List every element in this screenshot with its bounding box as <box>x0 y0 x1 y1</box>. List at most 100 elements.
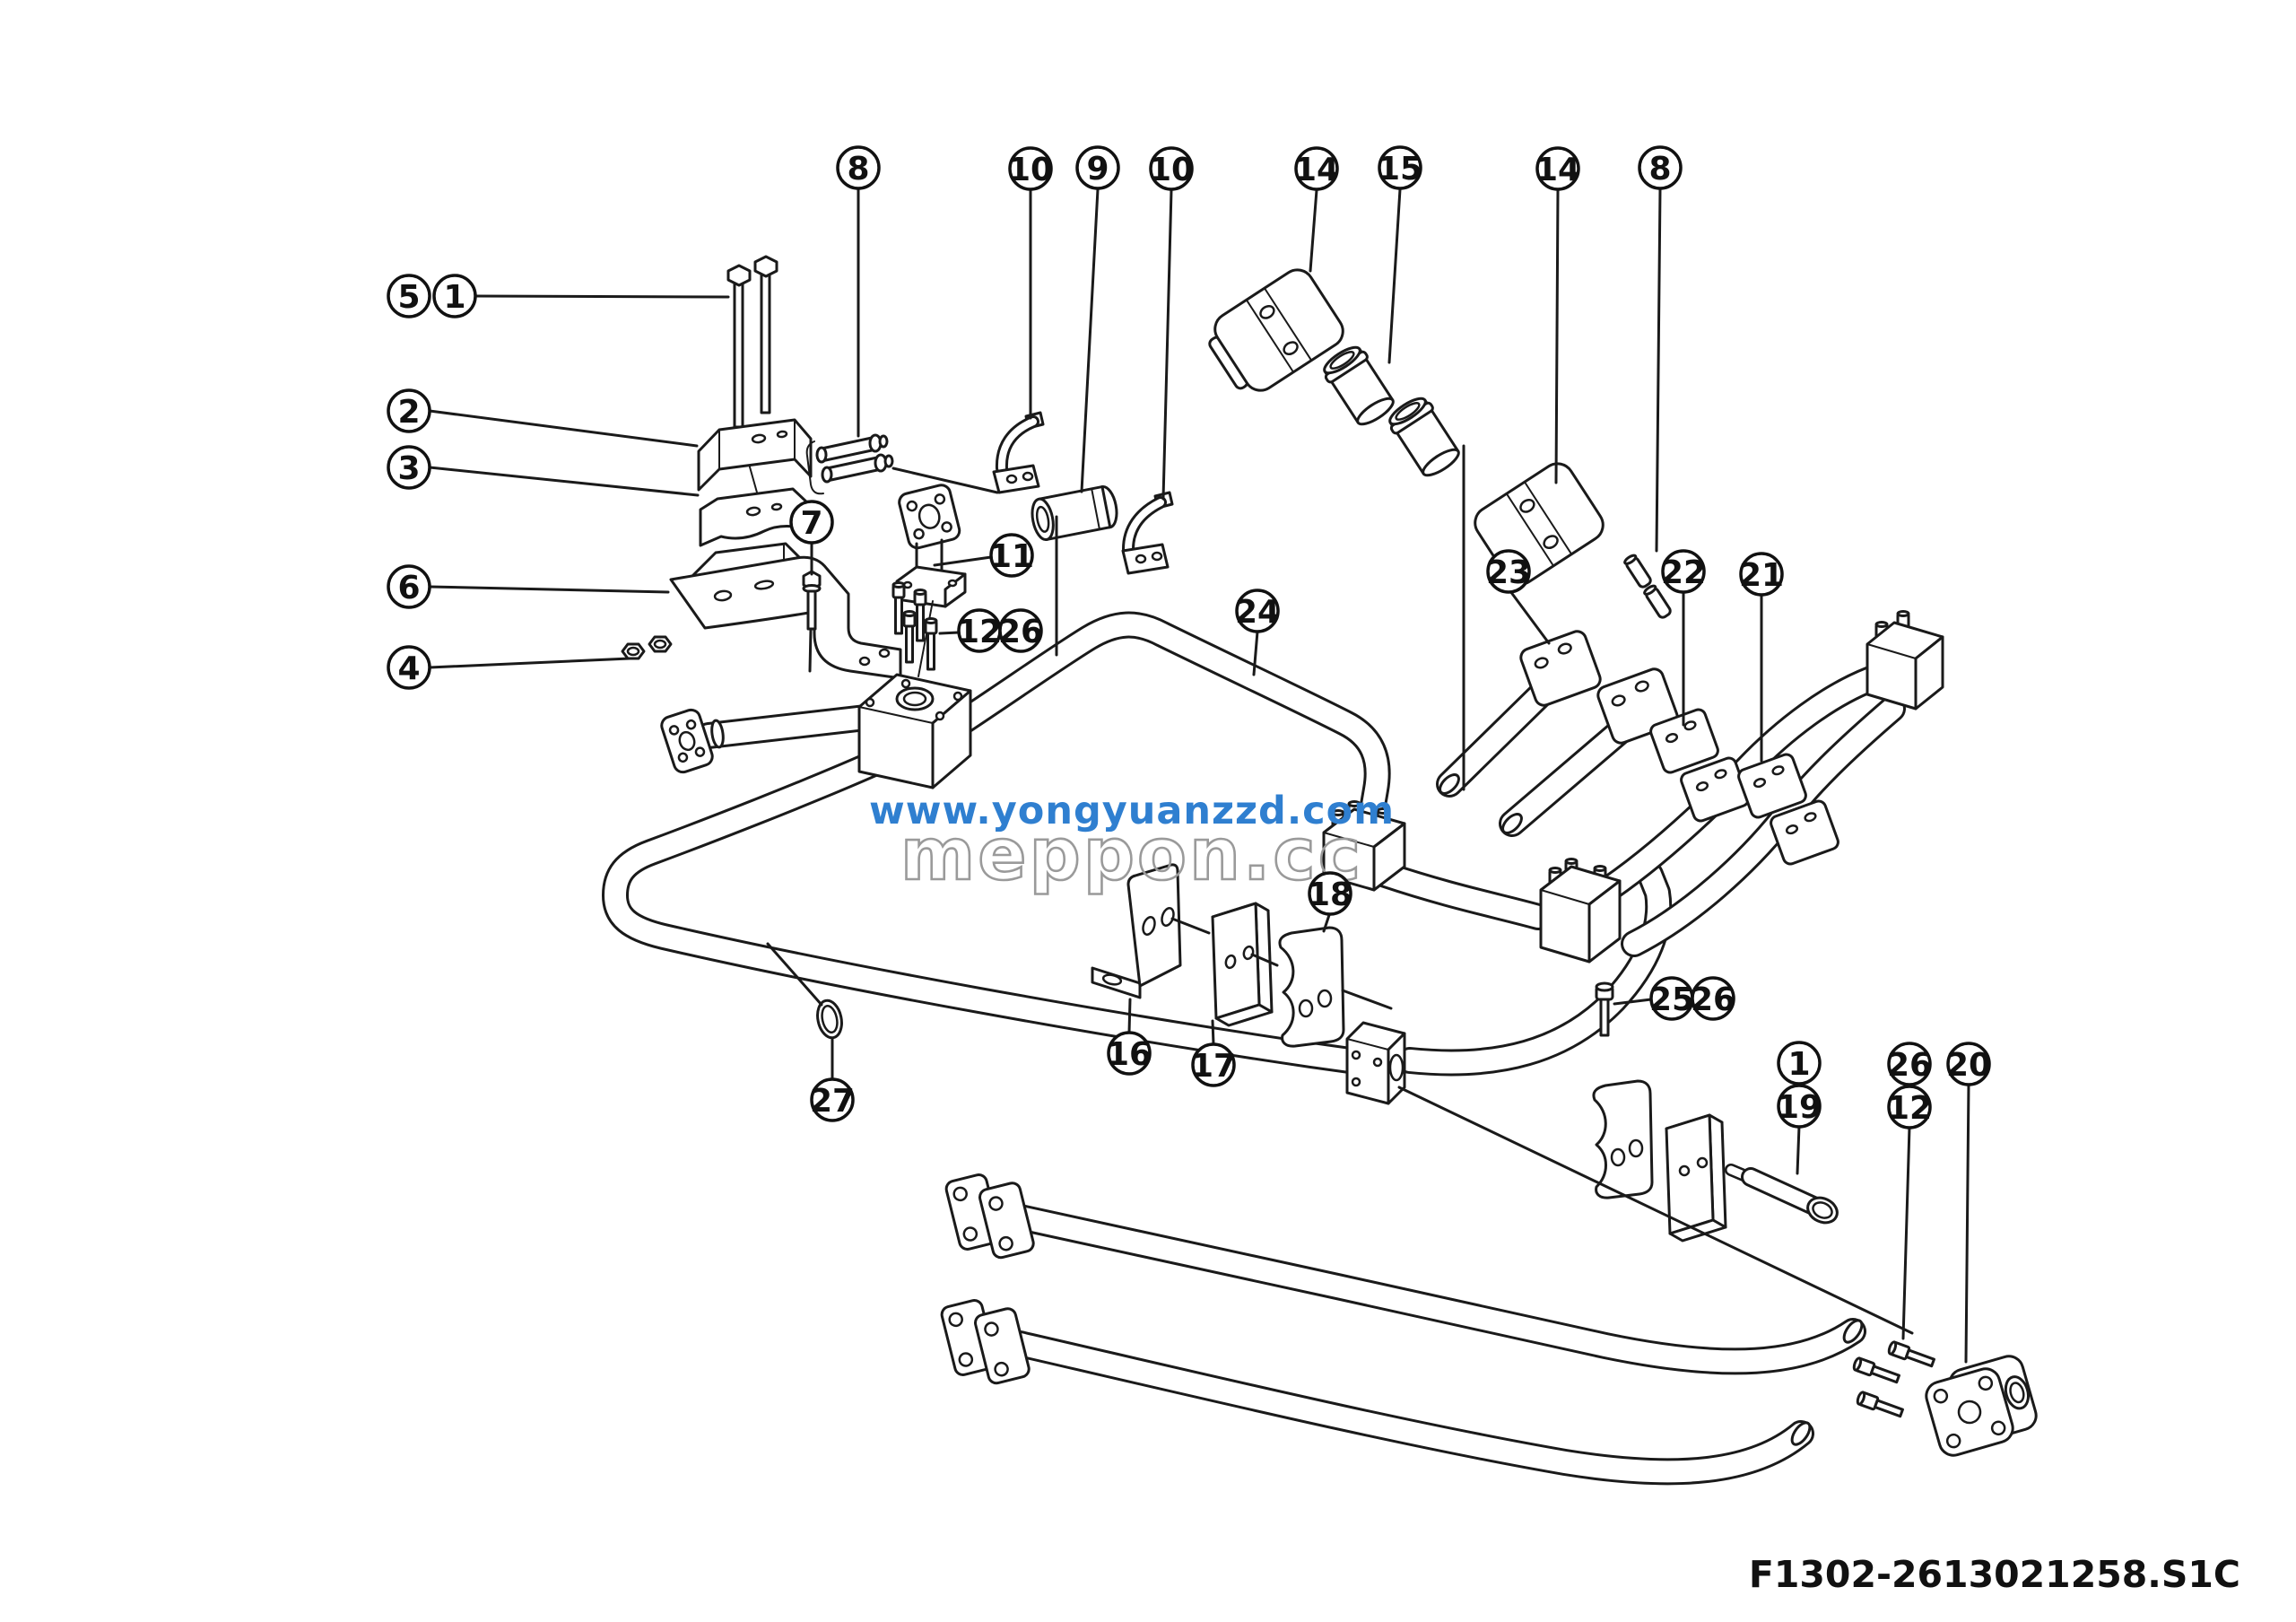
callout-label: 22 <box>1661 554 1706 591</box>
leader-lines <box>428 187 1970 1364</box>
callout-19: 19 <box>1777 1084 1822 1129</box>
watermark-brand-text: meppon.cc <box>900 813 1363 896</box>
callout-15: 15 <box>1378 145 1422 190</box>
callout-7: 7 <box>789 500 834 545</box>
callout-label: 2 <box>397 394 420 431</box>
part-clamp-plate-2 <box>697 418 813 492</box>
part-clamp-plate-3 <box>699 487 811 547</box>
callout-1b: 1 <box>1777 1041 1822 1086</box>
callout-26a: 26 <box>998 608 1043 653</box>
callout-label: 11 <box>989 538 1034 575</box>
callout-18: 18 <box>1308 871 1352 916</box>
callout-label: 1 <box>443 279 465 316</box>
callout-label: 10 <box>1008 152 1053 188</box>
callout-4: 4 <box>387 645 431 690</box>
part-bracket-17 <box>1211 902 1274 1027</box>
part-oring-27 <box>816 998 843 1040</box>
part-lower-pipe-flanges-2 <box>940 1299 1031 1385</box>
callout-label: 18 <box>1308 876 1352 913</box>
part-clamp-14a <box>1208 268 1344 392</box>
part-bracket-6 <box>669 555 902 680</box>
callout-label: 15 <box>1378 151 1422 187</box>
part-bolts-12-right <box>1852 1340 1935 1418</box>
callout-17: 17 <box>1191 1042 1236 1087</box>
callout-12a: 12 <box>957 608 1002 653</box>
part-clamps-22 <box>1649 708 1750 823</box>
part-pipes-23 <box>1436 630 1679 837</box>
part-bolt-19 <box>1725 1164 1839 1225</box>
callout-label: 25 <box>1649 981 1694 1018</box>
callout-label: 8 <box>1648 151 1671 187</box>
part-bushing-9 <box>1031 484 1118 542</box>
callout-8a: 8 <box>836 145 881 190</box>
callout-26b: 26 <box>1691 976 1735 1021</box>
pipe-group <box>602 611 1906 1486</box>
part-manifold-block <box>857 673 972 789</box>
callout-label: 5 <box>397 279 420 316</box>
part-bolts-5-1 <box>726 255 778 500</box>
callout-label: 7 <box>800 505 822 542</box>
callout-11: 11 <box>989 533 1034 578</box>
callout-label: 3 <box>397 450 420 487</box>
callout-label: 1 <box>1787 1046 1810 1083</box>
callout-9: 9 <box>1075 145 1120 190</box>
callout-24: 24 <box>1235 589 1280 633</box>
callout-label: 16 <box>1107 1036 1152 1073</box>
part-nuts-4 <box>621 635 673 660</box>
callout-label: 12 <box>1887 1090 1932 1127</box>
part-bolts-12-26 <box>891 581 938 671</box>
watermark-url-text: www.yongyuanzzd.com <box>869 789 1395 833</box>
part-lower-pipe-flanges-1 <box>944 1173 1035 1260</box>
part-bracket-right-1 <box>1592 1079 1654 1199</box>
callout-label: 6 <box>397 570 420 606</box>
part-end-block-top-right <box>1866 610 1944 711</box>
callout-3: 3 <box>387 445 431 490</box>
callout-label: 17 <box>1191 1048 1236 1085</box>
callout-label: 27 <box>810 1083 855 1120</box>
callout-23: 23 <box>1486 549 1531 594</box>
callout-label: 12 <box>957 614 1002 650</box>
part-clamp-strap-10a <box>992 411 1045 494</box>
part-pins-8b <box>1623 554 1672 619</box>
part-bolt-7 <box>802 570 822 631</box>
part-bolt-25 <box>1595 981 1614 1037</box>
callout-label: 20 <box>1946 1047 1991 1084</box>
callout-22: 22 <box>1661 549 1706 594</box>
part-sleeves-15 <box>1323 345 1460 477</box>
callout-label: 26 <box>1691 981 1735 1018</box>
callout-14b: 14 <box>1535 146 1580 191</box>
callout-label: 4 <box>397 650 420 687</box>
callout-label: 14 <box>1535 152 1580 188</box>
callout-label: 19 <box>1777 1089 1822 1126</box>
callout-label: 21 <box>1739 557 1784 594</box>
callout-27: 27 <box>810 1077 855 1122</box>
callout-label: 10 <box>1149 152 1194 188</box>
callout-label: 24 <box>1235 594 1280 631</box>
part-number: F1302-2613021258.S1C <box>1749 1553 2240 1596</box>
part-flange-20 <box>1925 1355 2038 1457</box>
callout-label: 26 <box>1887 1047 1932 1084</box>
callout-label: 26 <box>998 614 1043 650</box>
part-clamp-18 <box>1278 926 1345 1048</box>
callouts-layer: 5 1 2 3 6 4 7 8 10 9 10 14 15 14 8 11 12… <box>387 145 1991 1129</box>
callout-10a: 10 <box>1008 146 1053 191</box>
part-bracket-right-2 <box>1665 1113 1727 1243</box>
callout-label: 9 <box>1086 151 1109 187</box>
part-clamp-strap-10b <box>1121 491 1174 575</box>
callout-26c: 26 <box>1887 1042 1932 1086</box>
part-pipe-block-center <box>1345 1021 1406 1105</box>
callout-5: 5 <box>387 274 431 318</box>
part-valve-block-right <box>1539 858 1622 964</box>
part-clamps-21 <box>1737 753 1839 866</box>
callout-8b: 8 <box>1638 145 1683 190</box>
callout-20: 20 <box>1946 1042 1991 1086</box>
callout-21: 21 <box>1739 552 1784 597</box>
callout-6: 6 <box>387 564 431 609</box>
callout-1a: 1 <box>432 274 477 318</box>
callout-label: 14 <box>1294 152 1339 188</box>
callout-16: 16 <box>1107 1031 1152 1076</box>
part-nipples-8 <box>805 433 894 495</box>
callout-14a: 14 <box>1294 146 1339 191</box>
